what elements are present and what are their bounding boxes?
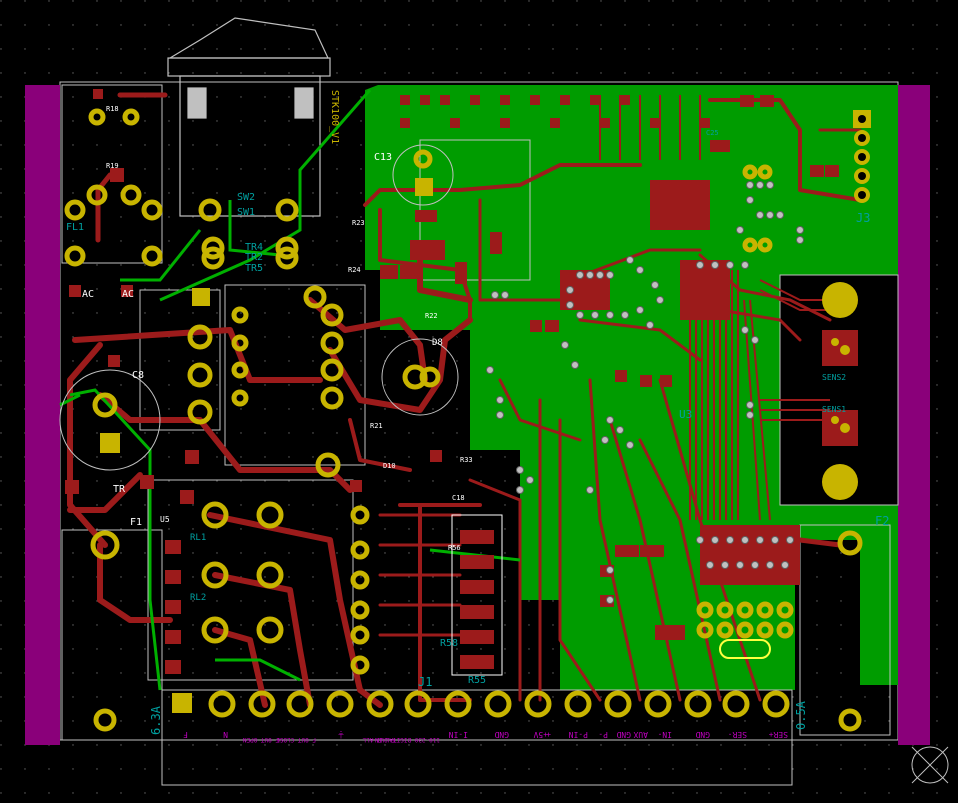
label-fuse-6-3a: 6.3A	[149, 705, 163, 735]
label-r19: R19	[106, 162, 119, 170]
label-r55: R55	[468, 675, 486, 686]
label-f2: F2	[875, 514, 889, 528]
label-j1: J1	[418, 675, 432, 689]
terminal-block	[208, 690, 790, 718]
terminal-label-14: AUX	[633, 730, 648, 739]
pad-square-4	[172, 693, 192, 713]
label-sens2: SENS2	[822, 373, 846, 382]
label-u3: U3	[679, 408, 692, 421]
terminal-label-18: SER-	[728, 730, 747, 739]
label-u5: U5	[160, 515, 170, 524]
label-j3: J3	[856, 211, 870, 225]
pad-square-1	[192, 288, 210, 306]
label-fl1: FL1	[66, 222, 84, 233]
pad-square-2	[100, 433, 120, 453]
label-sw1: SW1	[237, 207, 255, 218]
label-fuse-0-5a: 0.5A	[794, 700, 808, 730]
edge-strip-right	[898, 85, 930, 745]
vias	[486, 181, 804, 604]
label-c13: C13	[374, 152, 392, 163]
terminal-label-4: F OUT CLOSE	[276, 736, 316, 743]
terminal-label-15: GND	[616, 730, 631, 739]
pad-square-3	[415, 178, 433, 196]
label-r18: R18	[106, 105, 119, 113]
terminal-label-16: IN-	[658, 730, 672, 739]
label-sens1: SENS1	[822, 405, 846, 414]
terminal-label-5: ⏚	[337, 730, 345, 739]
terminal-label-6: F OUT ALL	[362, 736, 395, 743]
label-board-title: STK100_V1	[329, 90, 340, 144]
header-j3	[853, 110, 871, 203]
label-rl1: RL1	[190, 533, 206, 543]
terminal-label-19: SER+	[769, 730, 788, 739]
label-r56: R56	[448, 544, 461, 552]
front-copper-traces	[67, 92, 862, 708]
through-hole-pads	[64, 108, 863, 732]
terminal-label-3: F OUT OPEN	[242, 736, 279, 743]
terminal-label-13: P-	[598, 730, 608, 739]
label-d10: D10	[383, 462, 396, 470]
connector-outline	[779, 274, 899, 506]
edge-strip-left	[25, 85, 60, 745]
label-r22: R22	[425, 312, 438, 320]
label-ac-right: AC	[122, 289, 134, 300]
ic-packages	[451, 180, 800, 676]
terminal-label-9: GND	[494, 730, 509, 739]
terminal-label-2: N	[223, 730, 228, 739]
label-tr4: TR4	[245, 242, 263, 253]
terminal-labels: F N F OUT OPEN F OUT CLOSE ⏚ F OUT ALL 1…	[183, 730, 788, 743]
terminal-label-12: P-IN	[569, 730, 588, 739]
mounting-hole	[911, 746, 949, 784]
capacitor-outlines	[59, 144, 459, 471]
label-rl2: RL2	[190, 593, 206, 603]
sensor-connector-pads	[822, 282, 858, 500]
terminal-label-11: +	[546, 730, 551, 739]
terminal-label-17: GND	[695, 730, 710, 739]
terminal-label-1: F	[183, 730, 188, 739]
label-d8: D8	[432, 338, 443, 348]
label-r21: R21	[370, 422, 383, 430]
label-tr: TR	[113, 484, 126, 495]
terminal-label-8: I-IN	[449, 730, 468, 739]
label-c8: C8	[132, 370, 144, 381]
label-tr2: TR2	[245, 252, 263, 263]
terminal-label-7: 110-230 DIGITAL IN	[375, 736, 440, 743]
terminal-label-10: +5V	[533, 730, 548, 739]
label-gnd-net: GND	[455, 335, 464, 350]
label-r58: R58	[440, 638, 458, 649]
label-ac-left: AC	[82, 289, 94, 300]
label-f1: F1	[130, 517, 142, 528]
label-r23: R23	[352, 219, 365, 227]
label-r24: R24	[348, 266, 361, 274]
label-c25: C25	[706, 129, 719, 137]
label-c18: C18	[452, 494, 465, 502]
label-sw2: SW2	[237, 192, 255, 203]
label-r33: R33	[460, 456, 473, 464]
label-tr5: TR5	[245, 263, 263, 274]
